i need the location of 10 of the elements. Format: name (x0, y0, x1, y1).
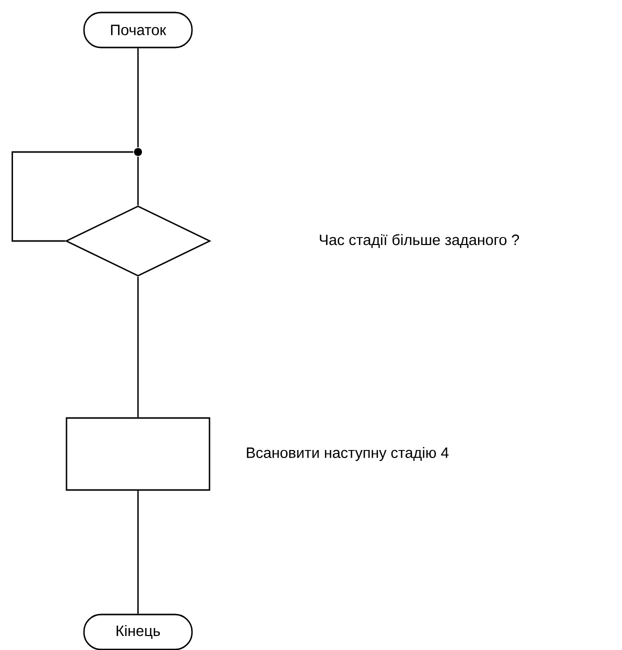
connector-line (137, 48, 139, 148)
connector-line (12, 151, 134, 242)
terminal-box: Кінець (83, 614, 193, 650)
terminal-box: Початок (83, 12, 193, 48)
connector-line (137, 276, 139, 418)
node-caption: Всановити наступну стадію 4 (246, 447, 449, 461)
connector-line (137, 490, 139, 614)
question-text: Час стадії більше заданого ? (320, 234, 520, 248)
connector-line (137, 156, 139, 206)
junction-dot (134, 148, 142, 156)
